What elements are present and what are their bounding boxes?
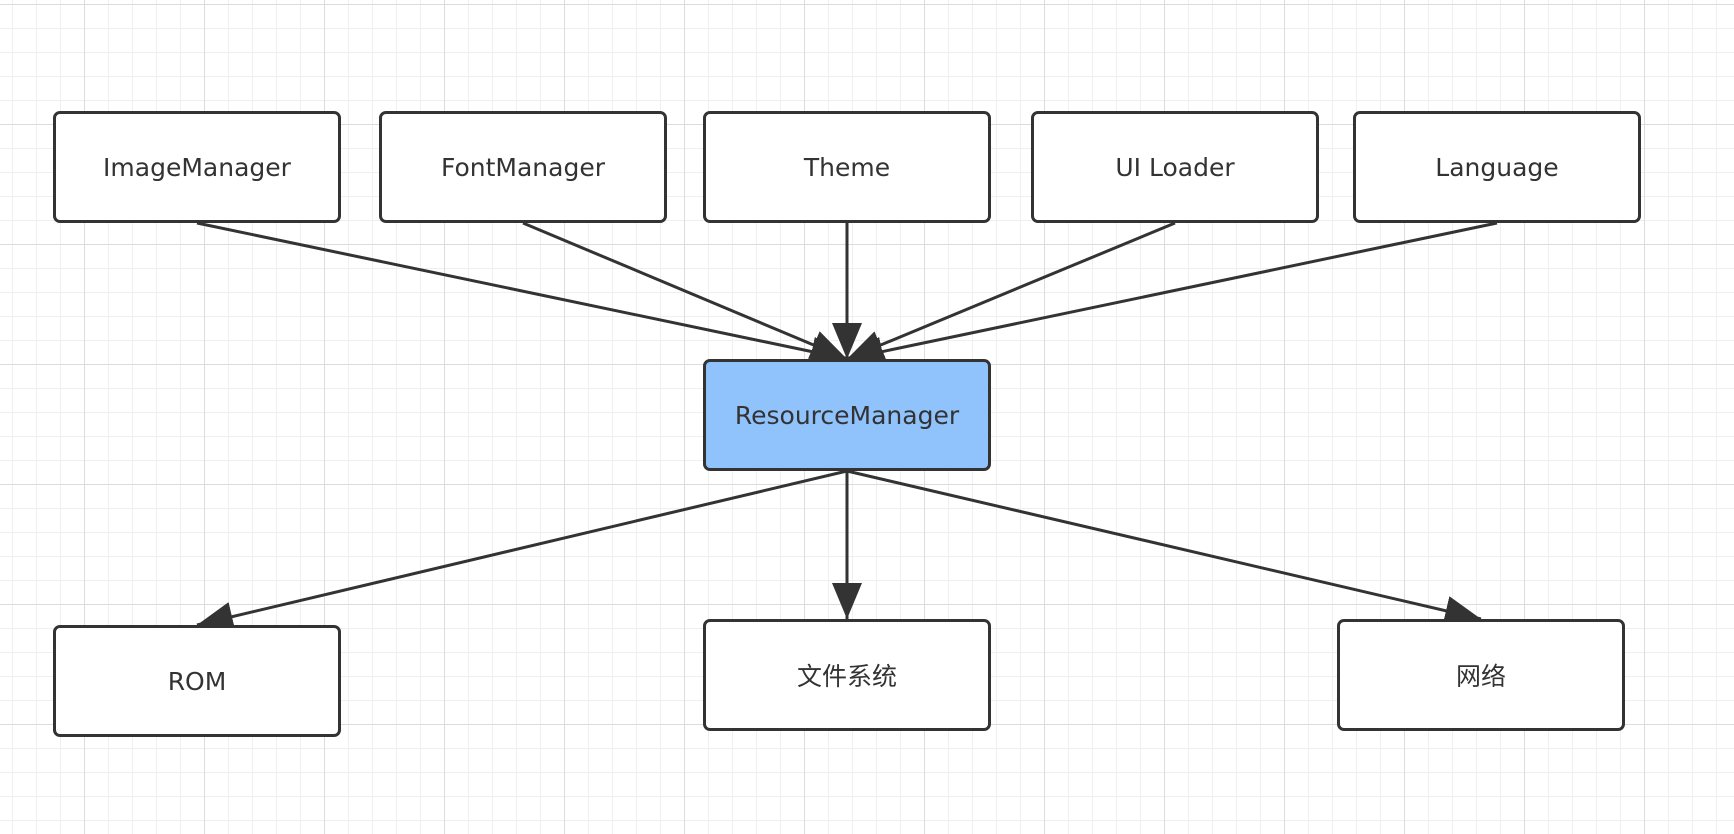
node-resourcemanager[interactable]: ResourceManager: [703, 359, 991, 471]
node-filesystem-label: 文件系统: [796, 662, 897, 691]
node-imagemanager[interactable]: ImageManager: [53, 111, 341, 223]
node-network-label: 网络: [1455, 662, 1506, 691]
node-language-label: Language: [1435, 152, 1559, 182]
node-rom-label: ROM: [167, 666, 227, 696]
node-uiloader[interactable]: UI Loader: [1031, 111, 1319, 223]
edge-resourcemanager-to-network: [846, 469, 1482, 626]
node-rom[interactable]: ROM: [53, 625, 341, 737]
node-resourcemanager-label: ResourceManager: [734, 400, 960, 430]
edge-fontmanager-to-resourcemanager: [522, 221, 848, 361]
node-theme-label: Theme: [803, 152, 891, 182]
node-language[interactable]: Language: [1353, 111, 1641, 223]
node-network[interactable]: 网络: [1337, 619, 1625, 731]
node-filesystem[interactable]: 文件系统: [703, 619, 991, 731]
node-uiloader-label: UI Loader: [1115, 152, 1235, 182]
edge-language-to-resourcemanager: [846, 221, 1498, 367]
edge-resourcemanager-to-rom: [196, 469, 848, 632]
node-fontmanager-label: FontManager: [440, 152, 605, 182]
edge-uiloader-to-resourcemanager: [846, 221, 1176, 361]
node-imagemanager-label: ImageManager: [103, 152, 291, 182]
edge-imagemanager-to-resourcemanager: [196, 221, 848, 367]
node-fontmanager[interactable]: FontManager: [379, 111, 667, 223]
node-theme[interactable]: Theme: [703, 111, 991, 223]
